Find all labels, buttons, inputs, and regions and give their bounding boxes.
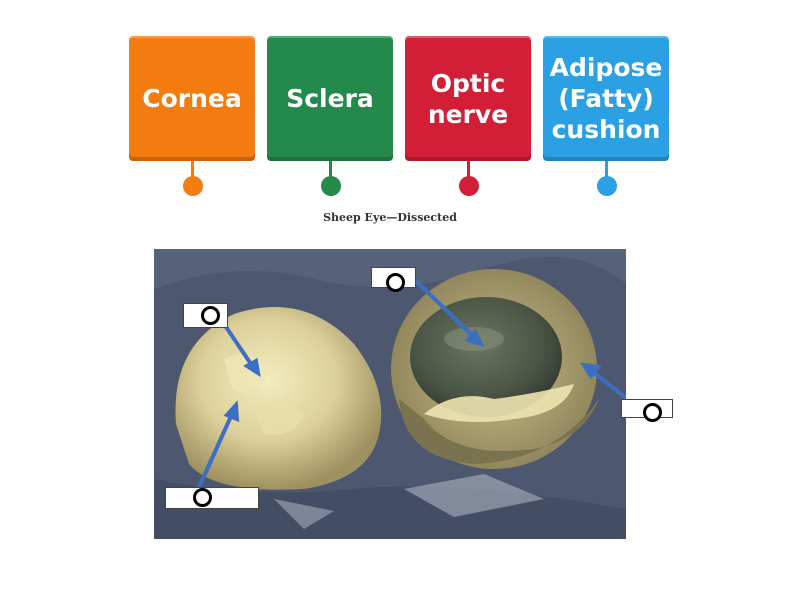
tile-cornea-pin[interactable] bbox=[183, 176, 203, 196]
tile-adipose-cushion[interactable]: Adipose (Fatty) cushion bbox=[543, 36, 669, 161]
drop-zone-3-ring[interactable] bbox=[643, 403, 662, 422]
tile-optic-nerve[interactable]: Optic nerve bbox=[405, 36, 531, 161]
tile-cornea[interactable]: Cornea bbox=[129, 36, 255, 161]
drop-zone-4-ring[interactable] bbox=[193, 488, 212, 507]
tile-sclera-stem bbox=[329, 161, 332, 179]
tile-cornea-label: Cornea bbox=[142, 84, 242, 113]
drop-zone-1-ring[interactable] bbox=[201, 306, 220, 325]
figure-caption: Sheep Eye—Dissected bbox=[323, 211, 457, 224]
tile-adipose-pin[interactable] bbox=[597, 176, 617, 196]
tile-sclera[interactable]: Sclera bbox=[267, 36, 393, 161]
tile-adipose-stem bbox=[605, 161, 608, 179]
drop-zone-4[interactable] bbox=[165, 487, 259, 509]
tile-sclera-pin[interactable] bbox=[321, 176, 341, 196]
tile-optic-nerve-stem bbox=[467, 161, 470, 179]
drop-zone-2-ring[interactable] bbox=[386, 273, 405, 292]
tile-sclera-label: Sclera bbox=[286, 84, 374, 113]
tile-cornea-stem bbox=[191, 161, 194, 179]
tile-adipose-label: Adipose (Fatty) cushion bbox=[549, 53, 663, 144]
tile-optic-nerve-label: Optic nerve bbox=[427, 68, 509, 129]
tile-optic-nerve-pin[interactable] bbox=[459, 176, 479, 196]
